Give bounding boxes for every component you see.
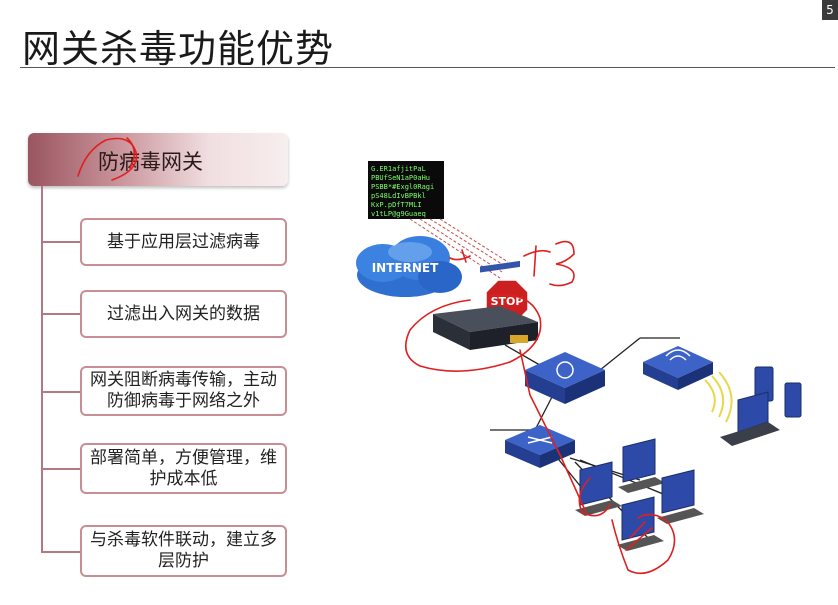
tree-branch xyxy=(41,391,80,393)
code-line: v1tLP@g9Guaeq xyxy=(371,210,426,218)
tree-node-multilayer: 与杀毒软件联动，建立多层防护 xyxy=(80,525,287,577)
page-title: 网关杀毒功能优势 xyxy=(22,27,335,71)
wireless-waves xyxy=(704,371,733,423)
tablet-icon xyxy=(754,366,802,418)
tree-trunk xyxy=(41,186,43,552)
virus-code-window: G.ER1afjitPaL PBUfSeN1aP0aHu PSBB*#Exgl0… xyxy=(368,161,444,219)
corner-button[interactable]: 5 xyxy=(822,0,838,20)
root-node-box xyxy=(28,133,288,186)
tree-branch xyxy=(41,551,80,553)
tree-branch xyxy=(41,468,80,470)
core-switch-icon xyxy=(525,352,605,404)
code-line: pS48LdIvBPBkl xyxy=(371,192,426,200)
tree-node-app-layer-filter: 基于应用层过滤病毒 xyxy=(80,218,287,266)
tree-branch xyxy=(41,313,80,315)
tree-node-filter-data: 过滤出入网关的数据 xyxy=(80,290,287,338)
wireless-ap-icon xyxy=(643,346,713,390)
tree-node-block-virus: 网关阻断病毒传输，主动防御病毒于网络之外 xyxy=(80,366,287,416)
internet-label: INTERNET xyxy=(372,261,439,275)
code-line: KxP.pDfT7MLI xyxy=(371,201,422,209)
tree-branch xyxy=(41,241,80,243)
root-node-label: 防病毒网关 xyxy=(98,150,203,174)
desktop-pc-icon xyxy=(657,469,704,524)
code-line: PSBB*#Exgl0Ragi xyxy=(371,183,434,191)
tree-node-easy-deploy: 部署简单，方便管理，维护成本低 xyxy=(80,443,287,494)
access-switch-icon xyxy=(505,425,575,468)
internet-cloud-icon: INTERNET xyxy=(356,236,462,297)
title-divider xyxy=(20,67,835,68)
laptop-icon xyxy=(720,391,780,446)
stop-label: STOP xyxy=(491,295,524,308)
attack-arrows xyxy=(409,218,509,279)
desktop-pc-icon xyxy=(617,496,664,551)
desktop-pc-icon xyxy=(618,438,665,493)
gateway-device-icon xyxy=(433,260,538,350)
code-line: G.ER1afjitPaL xyxy=(371,165,426,173)
code-line: PBUfSeN1aP0aHu xyxy=(371,174,430,182)
red-annotations xyxy=(77,137,676,575)
